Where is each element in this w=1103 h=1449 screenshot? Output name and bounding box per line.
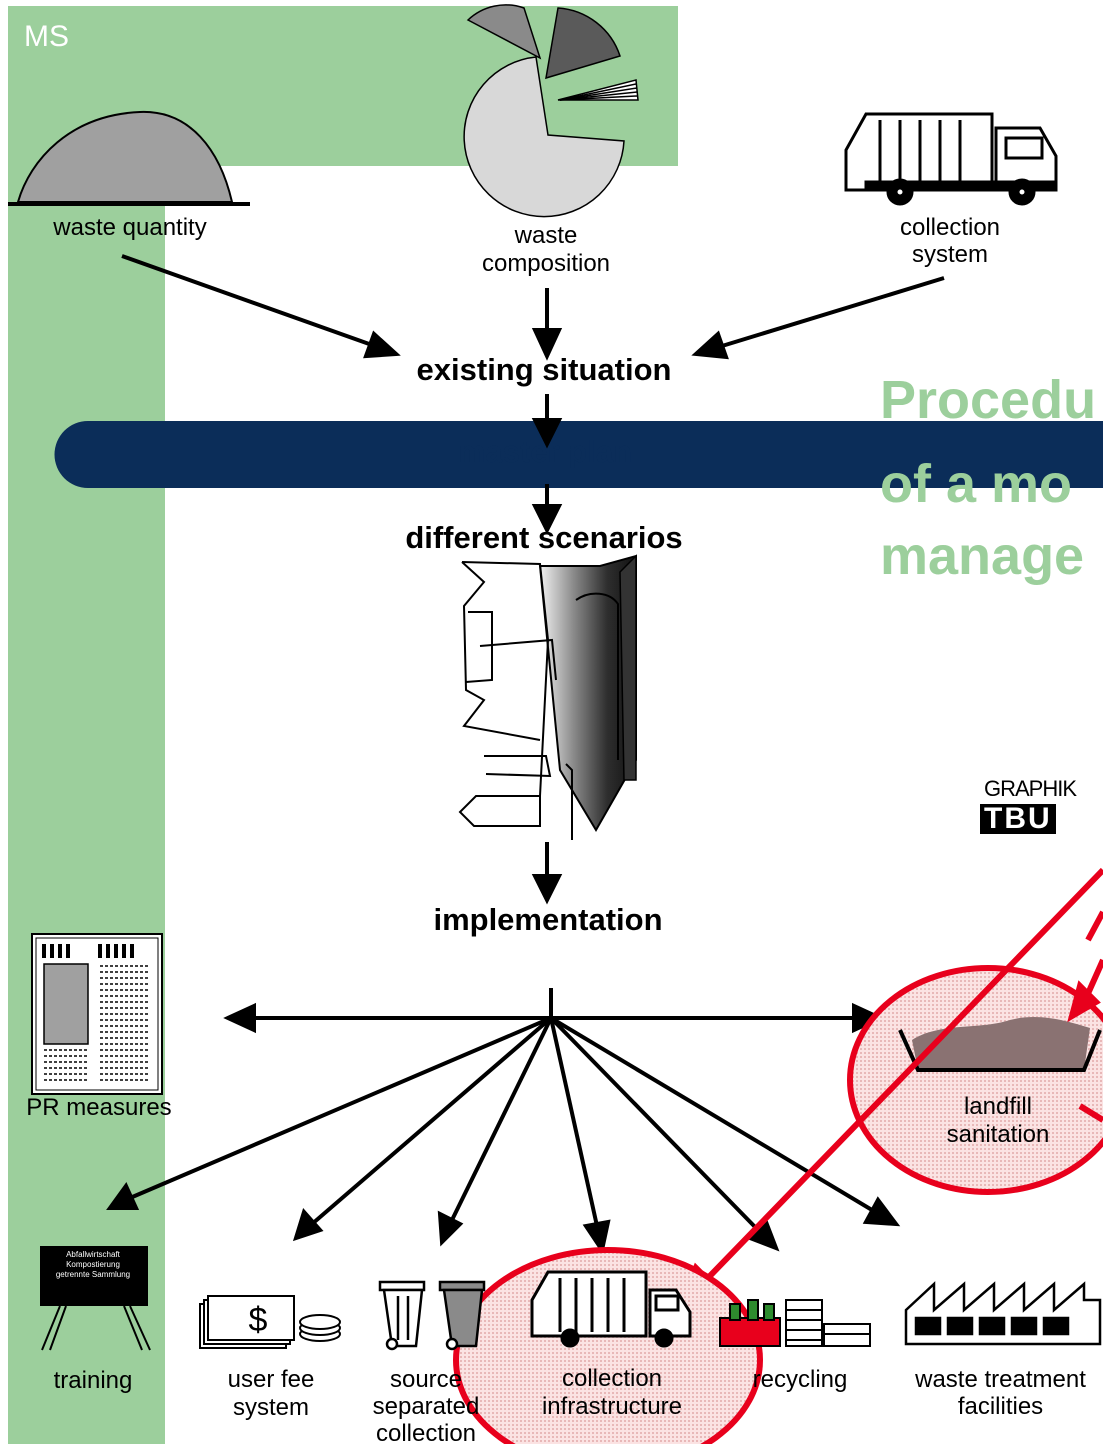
board-line-1: Abfallwirtschaft — [44, 1250, 142, 1260]
recycling-label: recycling — [730, 1366, 870, 1394]
existing-situation-label: existing situation — [344, 356, 744, 384]
title-line-3: manage — [880, 528, 1084, 584]
training-board-text: Abfallwirtschaft Kompostierung getrennte… — [44, 1250, 142, 1280]
training-label: training — [30, 1367, 156, 1395]
waste-bins-icon — [380, 1282, 484, 1349]
master-plan-label: master plan — [380, 434, 710, 470]
board-line-3: getrennte Sammlung — [44, 1270, 142, 1280]
title-line-2: of a mo — [880, 456, 1072, 512]
implementation-label: implementation — [348, 906, 748, 934]
factory-icon — [906, 1284, 1100, 1344]
user-fee-label-2: system — [196, 1394, 346, 1422]
distribution-arrows — [110, 988, 896, 1250]
landfill-label-1: landfill — [918, 1093, 1078, 1121]
collection-infrastructure-label-2: infrastructure — [522, 1393, 702, 1421]
corner-label: MS — [24, 20, 69, 54]
scenario-tool-icon — [460, 556, 636, 840]
user-fee-label-1: user fee — [196, 1366, 346, 1394]
newspaper-icon — [32, 934, 162, 1094]
waste-composition-label-1: waste — [446, 222, 646, 250]
source-separated-label-1: source — [356, 1366, 496, 1394]
logo-graphik: GRAPHIK — [984, 776, 1076, 802]
landfill-label-2: sanitation — [918, 1121, 1078, 1149]
logo-tbu: TBU — [980, 804, 1056, 834]
title-line-1: Procedu — [880, 372, 1096, 428]
dollar-symbol: $ — [228, 1300, 288, 1340]
pr-measures-label: PR measures — [4, 1094, 194, 1122]
waste-treatment-label-1: waste treatment — [898, 1366, 1103, 1394]
collection-infrastructure-label-1: collection — [522, 1365, 702, 1393]
collection-system-label-2: system — [850, 241, 1050, 269]
source-separated-label-2: separated — [356, 1393, 496, 1421]
board-line-2: Kompostierung — [44, 1260, 142, 1270]
waste-quantity-label: waste quantity — [30, 214, 230, 242]
waste-treatment-label-2: facilities — [898, 1393, 1103, 1421]
waste-composition-label-2: composition — [446, 250, 646, 278]
collection-system-label-1: collection — [850, 214, 1050, 242]
different-scenarios-label: different scenarios — [344, 524, 744, 552]
collection-truck-icon — [846, 114, 1056, 204]
